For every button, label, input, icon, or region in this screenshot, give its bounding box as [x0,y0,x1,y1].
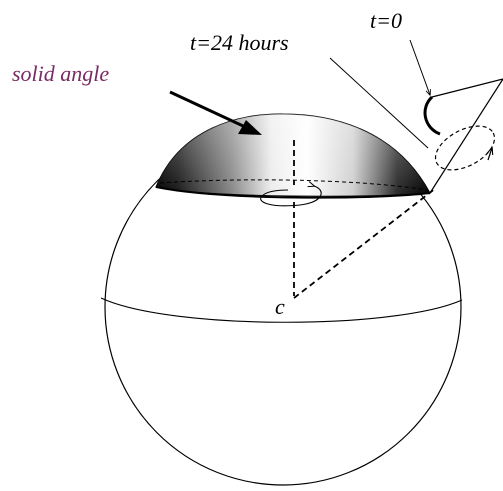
beam-line-upper [431,78,503,98]
t24-pointer-line [329,57,429,149]
t24-label: t=24 hours [190,30,289,55]
beam-line-lower [429,78,503,194]
solid-angle-pointer-shaft [169,90,257,134]
solid-angle-pointer-head [238,120,262,135]
beam-rotation-arrowhead [488,148,492,161]
solid-angle-label: solid angle [12,61,109,86]
t0-pointer-line [409,39,430,95]
center-label: c [275,294,285,319]
beam-cone-opening [423,95,441,136]
earth-rotation-arrow [260,186,322,207]
t0-label: t=0 [370,8,402,33]
beam-rotation-ellipse [434,125,496,171]
equator-line [100,297,463,323]
solid-angle-cap [155,113,431,199]
